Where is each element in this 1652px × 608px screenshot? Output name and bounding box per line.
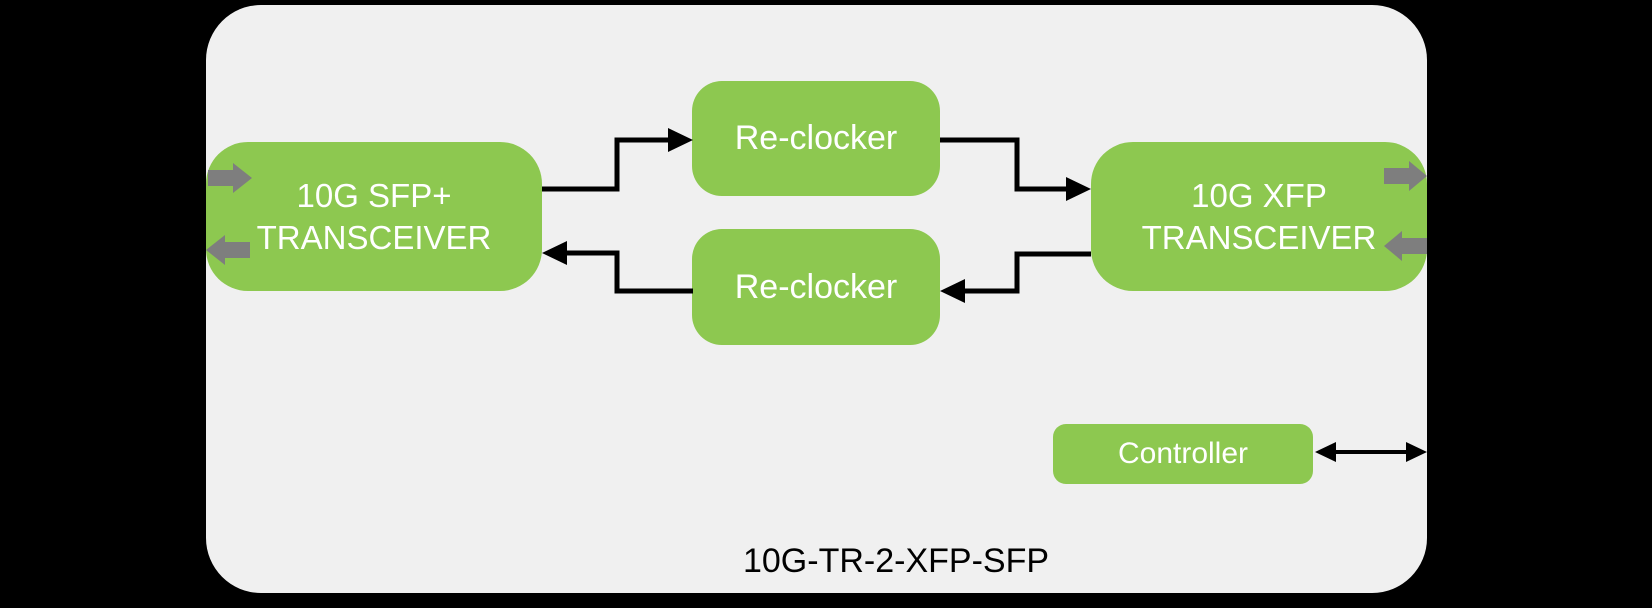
reclocker-top-block: Re-clocker bbox=[692, 81, 940, 196]
sfp-transceiver-label-line2: TRANSCEIVER bbox=[256, 218, 492, 256]
reclocker-top-label: Re-clocker bbox=[734, 119, 898, 157]
reclocker-bottom-block: Re-clocker bbox=[692, 229, 940, 345]
reclocker-bottom-label: Re-clocker bbox=[734, 267, 898, 306]
sfp-transceiver-label-line1: 10G SFP+ bbox=[296, 176, 452, 214]
xfp-transceiver-label-line1: 10G XFP bbox=[1191, 176, 1327, 214]
product-name-label: 10G-TR-2-XFP-SFP bbox=[742, 542, 1050, 580]
xfp-transceiver-label-line2: TRANSCEIVER bbox=[1141, 218, 1377, 256]
sfp-transceiver-block: 10G SFP+ TRANSCEIVER bbox=[206, 142, 542, 291]
controller-block: Controller bbox=[1053, 424, 1313, 484]
controller-label: Controller bbox=[1117, 437, 1249, 470]
xfp-transceiver-block: 10G XFP TRANSCEIVER bbox=[1091, 142, 1427, 291]
